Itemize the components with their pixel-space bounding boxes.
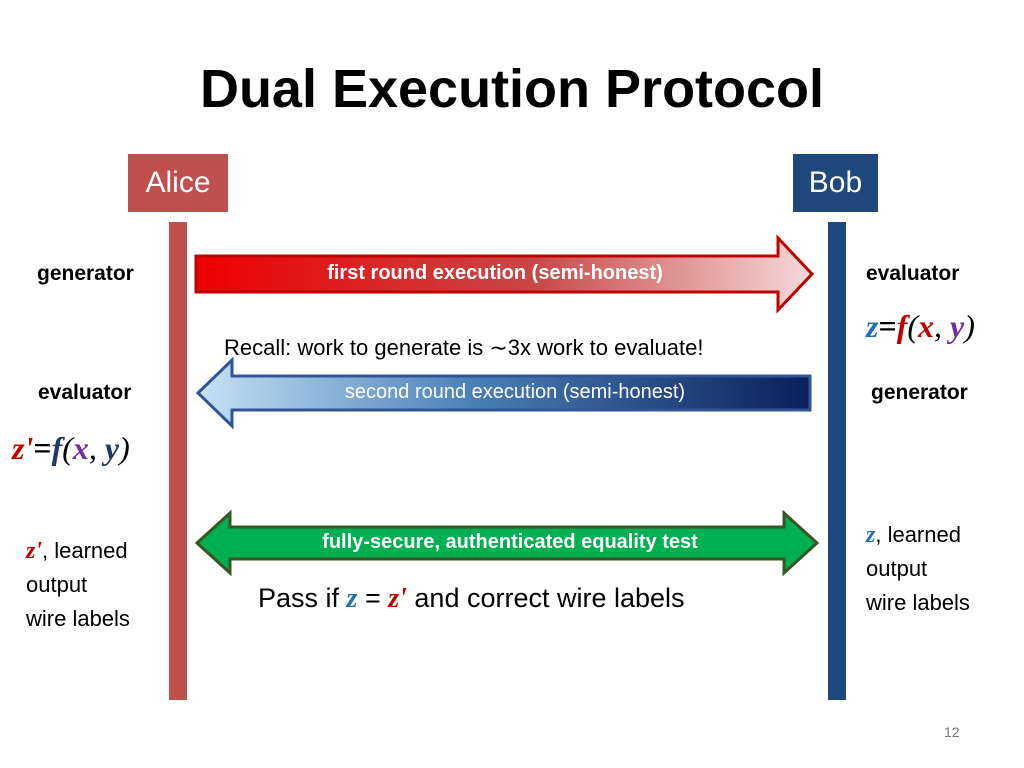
bob-formula: z=f(x, y)	[866, 308, 975, 345]
bob-lifeline	[828, 222, 846, 700]
alice-formula-comma: ,	[88, 430, 105, 466]
alice-formula-output: z'	[12, 430, 34, 466]
alice-role-bottom: evaluator	[38, 381, 132, 404]
alice-learned-line3: wire labels	[26, 606, 130, 631]
alice-learned-line2: output	[26, 572, 88, 597]
alice-formula-f: f	[51, 430, 63, 466]
bob-role-bottom: generator	[871, 381, 968, 404]
equality-test-label: fully-secure, authenticated equality tes…	[322, 531, 698, 553]
bob-learned-line3: wire labels	[866, 590, 970, 615]
alice-formula-x: x	[72, 430, 89, 466]
pass-condition: Pass if z = z' and correct wire labels	[258, 583, 685, 615]
pass-var-z: z	[346, 583, 358, 614]
bob-formula-output: z	[866, 308, 879, 344]
round1-arrow	[194, 234, 815, 314]
bob-formula-close: )	[964, 308, 975, 344]
round2-label: second round execution (semi-honest)	[344, 381, 686, 403]
equality-arrow	[194, 509, 820, 577]
alice-role-top: generator	[37, 262, 134, 285]
bob-label-box: Bob	[793, 154, 878, 212]
bob-formula-f: f	[896, 308, 908, 344]
bob-formula-open: (	[907, 308, 918, 344]
alice-formula: z'=f(x, y)	[12, 430, 130, 467]
bob-formula-eq: =	[878, 308, 897, 344]
pass-prefix: Pass if	[258, 583, 347, 613]
bob-formula-x: x	[918, 308, 934, 344]
alice-formula-y: y	[104, 430, 120, 466]
pass-var-z-prime: z'	[388, 583, 407, 614]
pass-eq: =	[357, 583, 389, 613]
alice-formula-open: (	[62, 430, 73, 466]
alice-formula-eq: =	[33, 430, 52, 466]
recall-note: Recall: work to generate is ∼3x work to …	[224, 335, 704, 360]
bob-learned-line2: output	[866, 556, 928, 581]
round1-label: first round execution (semi-honest)	[327, 262, 663, 284]
bob-learned-line1: , learned	[875, 522, 961, 547]
bob-formula-comma: ,	[934, 308, 950, 344]
bob-learned-var: z	[866, 522, 876, 548]
alice-lifeline	[169, 222, 187, 700]
bob-formula-y: y	[950, 308, 965, 344]
alice-learned-note: z', learned output wire labels	[26, 534, 130, 636]
pass-suffix: and correct wire labels	[406, 583, 685, 613]
slide-title: Dual Execution Protocol	[199, 59, 825, 119]
alice-label-box: Alice	[128, 154, 228, 212]
alice-learned-var: z'	[26, 538, 43, 564]
page-number: 12	[944, 724, 960, 740]
alice-formula-close: )	[119, 430, 130, 466]
alice-learned-line1: , learned	[42, 538, 128, 563]
bob-learned-note: z, learned output wire labels	[866, 518, 970, 620]
bob-role-top: evaluator	[866, 262, 960, 285]
round2-arrow	[195, 356, 812, 430]
